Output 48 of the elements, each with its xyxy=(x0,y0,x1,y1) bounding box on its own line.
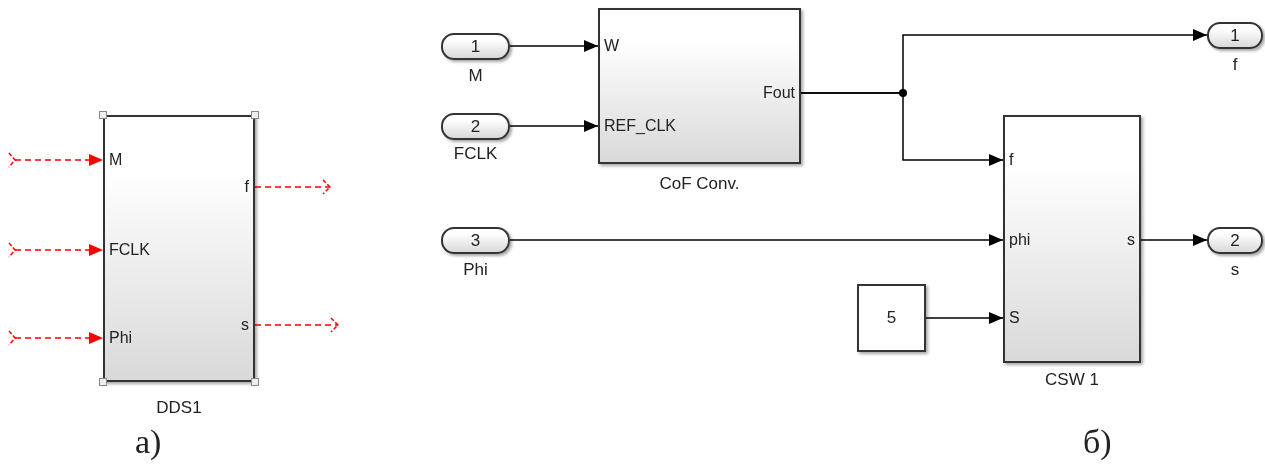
panel-label: б) xyxy=(1083,422,1112,462)
port-name: Phi xyxy=(463,260,488,280)
block-value: 2 xyxy=(469,116,482,137)
port-label: s xyxy=(1127,230,1135,250)
port-label: f xyxy=(1009,150,1014,170)
port-label: M xyxy=(109,150,123,170)
signal-line xyxy=(1140,234,1208,246)
port-block xyxy=(441,113,510,140)
block-name: DDS1 xyxy=(156,398,202,418)
port-label: Phi xyxy=(109,328,133,348)
port-label: phi xyxy=(1009,230,1031,250)
signal-line xyxy=(254,179,331,195)
signal-line xyxy=(509,120,599,132)
constant-block xyxy=(857,284,926,352)
signal-line xyxy=(925,312,1004,324)
block-name: CSW 1 xyxy=(1045,370,1099,390)
panel-label: а) xyxy=(135,422,162,462)
signal-line xyxy=(800,92,1004,166)
port-label: W xyxy=(604,36,620,56)
block-value: 1 xyxy=(1229,25,1241,46)
subsystem-block xyxy=(103,115,255,382)
subsystem-block xyxy=(1003,115,1141,363)
block-value: 2 xyxy=(1229,230,1241,251)
port-block xyxy=(441,33,510,60)
signal-line xyxy=(8,242,104,258)
signal-line xyxy=(8,330,104,346)
subsystem-block xyxy=(598,8,801,164)
signal-line xyxy=(509,40,599,52)
signal-line xyxy=(254,317,339,333)
block-name: CoF Conv. xyxy=(659,174,740,194)
signal-line xyxy=(509,234,1004,246)
port-block xyxy=(441,227,510,254)
block-value: 5 xyxy=(885,308,898,328)
port-label: Fout xyxy=(763,83,795,103)
port-name: M xyxy=(468,66,483,86)
block-value: 3 xyxy=(469,230,482,251)
port-name: FCLK xyxy=(453,144,498,164)
block-value: 1 xyxy=(469,36,482,57)
port-name: s xyxy=(1230,260,1240,280)
port-label: s xyxy=(241,315,249,335)
port-label: S xyxy=(1009,308,1020,328)
port-label: f xyxy=(244,177,249,197)
signal-line xyxy=(8,152,104,168)
port-name: f xyxy=(1232,55,1238,75)
port-block xyxy=(1207,22,1263,49)
port-label: REF_CLK xyxy=(604,116,677,136)
port-label: FCLK xyxy=(109,240,150,260)
port-block xyxy=(1207,227,1263,254)
